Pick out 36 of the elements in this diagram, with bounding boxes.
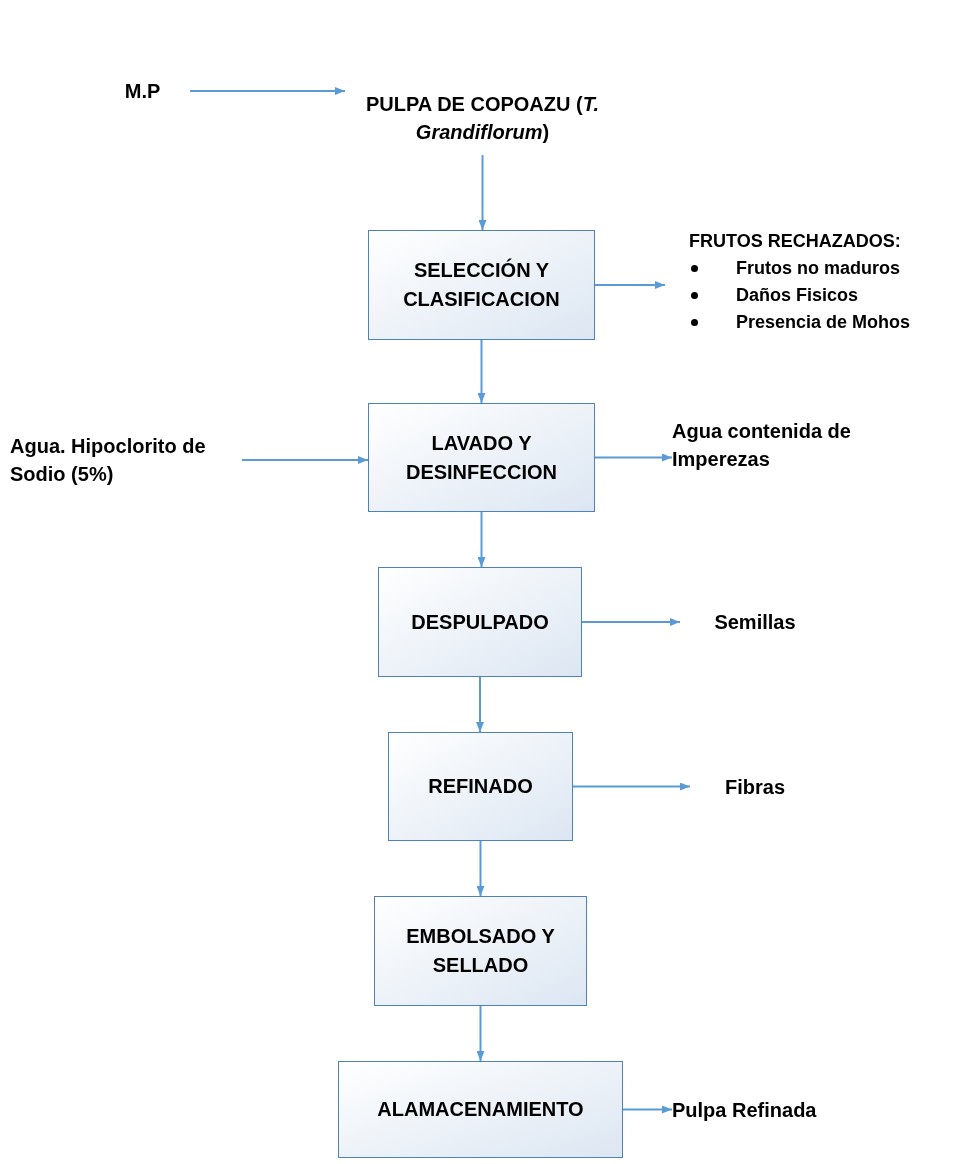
step-label: DESPULPADO <box>411 609 549 635</box>
step-label: LAVADO Y DESINFECCION <box>404 430 559 485</box>
process-box <box>338 1061 623 1158</box>
flow-text: Semillas <box>714 610 796 635</box>
arrow <box>594 281 666 289</box>
arrow <box>241 456 369 464</box>
step-label: ALAMACENAMIENTO <box>377 1097 584 1122</box>
flow-text: Fibras <box>725 775 785 800</box>
step-label: EMBOLSADO Y SELLADO <box>405 924 556 978</box>
process-box <box>378 567 582 677</box>
arrow <box>477 511 486 568</box>
arrow <box>572 782 691 791</box>
arrow <box>189 87 346 95</box>
arrow <box>622 1105 673 1114</box>
flow-text: M.P <box>124 79 161 104</box>
arrow <box>478 154 487 231</box>
list-item: Presencia de Mohos <box>736 311 911 334</box>
flow-text: Agua. Hipoclorito de Sodio (5%) <box>10 434 207 487</box>
arrow <box>477 339 486 404</box>
flow-text: Pulpa Refinada <box>672 1098 817 1123</box>
flow-text: Agua contenida de Imperezas <box>672 419 852 472</box>
list-heading: FRUTOS RECHAZADOS: <box>689 230 902 253</box>
process-box <box>368 403 595 512</box>
process-box <box>388 732 573 841</box>
process-box <box>374 896 587 1006</box>
flow-text: PULPA DE COPOAZU (T. Grandiflorum) <box>365 91 600 145</box>
arrow <box>594 453 673 462</box>
list-item: Frutos no maduros <box>736 257 900 280</box>
arrow <box>476 676 484 733</box>
step-label: REFINADO <box>428 774 533 799</box>
arrow <box>476 1005 485 1062</box>
arrow <box>476 840 485 897</box>
step-label: SELECCIÓN Y CLASIFICACION <box>402 257 561 312</box>
process-box <box>368 230 595 340</box>
list-item: Daños Fisicos <box>736 284 859 307</box>
arrow <box>581 618 681 626</box>
